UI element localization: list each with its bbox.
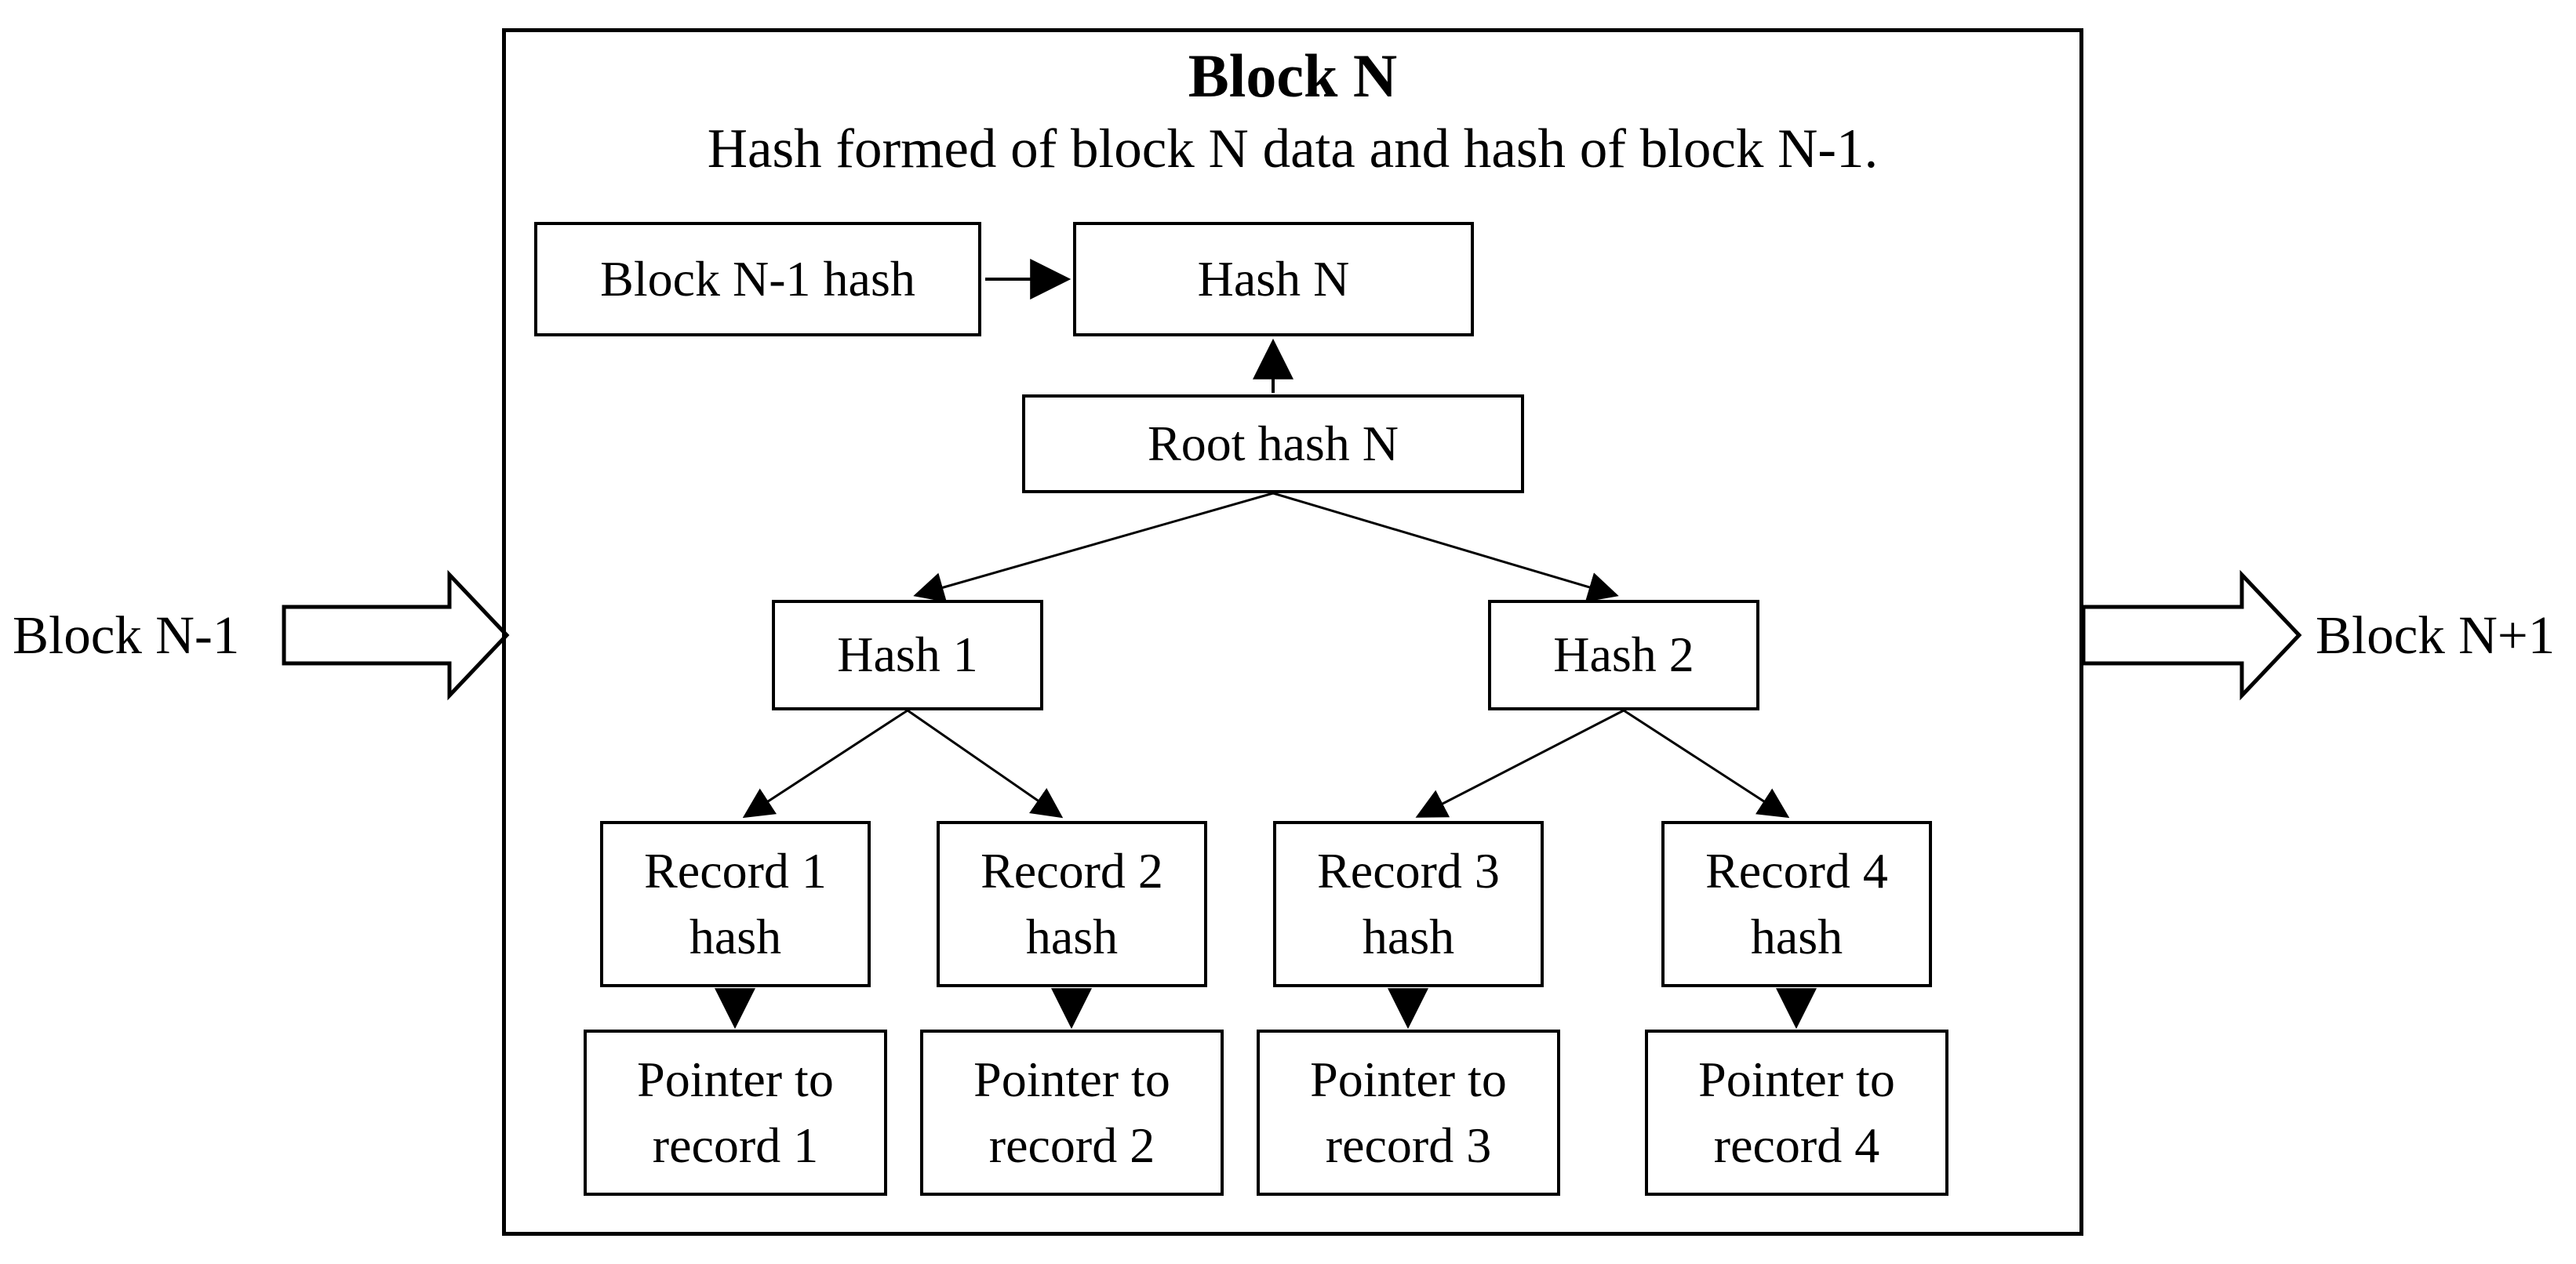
node-record-1-hash: Record 1 hash	[600, 821, 871, 987]
node-hash-2: Hash 2	[1488, 600, 1759, 710]
outgoing-block-arrow-icon	[2081, 569, 2302, 701]
node-pointer-to-record-2: Pointer to record 2	[920, 1030, 1224, 1196]
label-block-n-plus-1: Block N+1	[2316, 605, 2556, 665]
arrow-hash2-to-record3	[1415, 709, 1625, 818]
arrow-roothash-to-hash2	[1272, 492, 1619, 602]
node-pointer-to-record-4: Pointer to record 4	[1645, 1030, 1948, 1196]
node-pointer-to-record-3: Pointer to record 3	[1257, 1030, 1560, 1196]
incoming-block-arrow-icon	[282, 569, 510, 701]
node-block-n-minus-1-hash: Block N-1 hash	[534, 222, 981, 336]
label-block-n-minus-1: Block N-1	[13, 605, 240, 665]
arrow-hash1-to-record1	[742, 709, 908, 819]
node-hash-n: Hash N	[1073, 222, 1474, 336]
arrow-hash1-to-record2	[907, 709, 1064, 819]
node-record-3-hash: Record 3 hash	[1273, 821, 1544, 987]
block-subtitle: Hash formed of block N data and hash of …	[707, 118, 1879, 180]
node-pointer-to-record-1: Pointer to record 1	[584, 1030, 887, 1196]
node-hash-1: Hash 1	[772, 600, 1043, 710]
arrow-hash2-to-record4	[1623, 709, 1790, 819]
arrow-roothash-to-hash1	[913, 492, 1274, 603]
block-title: Block N	[1188, 42, 1398, 110]
node-root-hash-n: Root hash N	[1022, 394, 1524, 493]
node-record-4-hash: Record 4 hash	[1661, 821, 1932, 987]
block-n-container	[502, 28, 2083, 1236]
node-record-2-hash: Record 2 hash	[937, 821, 1207, 987]
